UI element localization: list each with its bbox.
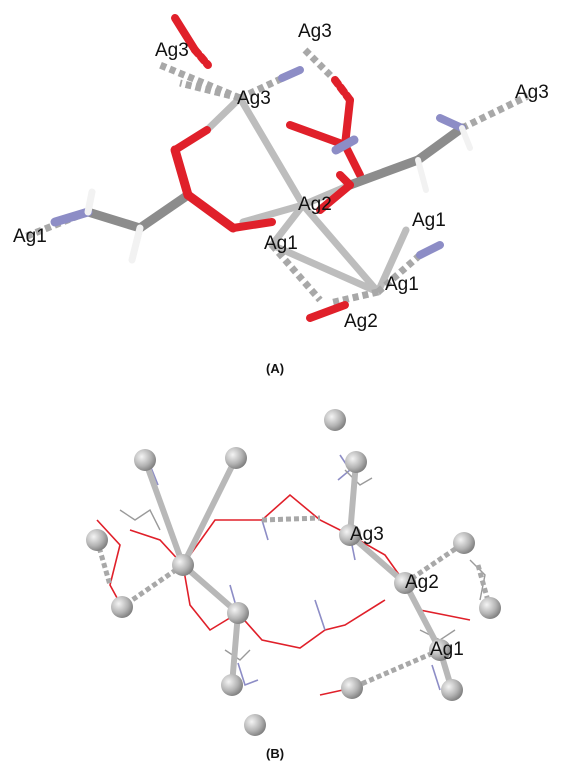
ag-sphere	[221, 674, 243, 696]
ag-sphere	[479, 597, 501, 619]
panel-a-label-ag3-center: Ag3	[237, 88, 271, 109]
panel-a-label-ag1-left: Ag1	[13, 226, 47, 247]
ag-sphere	[339, 524, 361, 546]
ag-sphere	[324, 409, 346, 431]
panel-a-label-ag2-center: Ag2	[298, 194, 332, 215]
ag-sphere	[453, 532, 475, 554]
panel-a-label-ag3-topleft: Ag3	[155, 40, 189, 61]
panel-b-label-ag3: Ag3	[350, 524, 384, 545]
ag-sphere	[134, 449, 156, 471]
panel-a-label-ag1-center: Ag1	[264, 233, 298, 254]
ag-sphere	[225, 447, 247, 469]
panel-a-stubs	[171, 14, 444, 322]
panel-a-glycine-left	[50, 126, 276, 264]
panel-a-label-ag1-right: Ag1	[385, 274, 419, 295]
panel-a-label-ag3-right: Ag3	[515, 82, 549, 103]
ag-sphere	[86, 529, 108, 551]
panel-a-nitrate	[286, 76, 364, 179]
panel-b-caption: (B)	[266, 746, 284, 761]
panel-a: Ag3 Ag3 Ag3 Ag3 Ag2 Ag1 Ag1 Ag1 Ag1 Ag2 …	[13, 14, 549, 376]
ag-sphere	[429, 639, 451, 661]
panel-a-ag-bonds	[203, 94, 410, 296]
ag-sphere	[345, 451, 367, 473]
ag-sphere	[341, 677, 363, 699]
panel-b-label-ag2: Ag2	[405, 572, 439, 593]
ag-sphere	[244, 714, 266, 736]
panel-b-ag-spheres	[86, 409, 501, 736]
panel-b-label-ag1: Ag1	[430, 639, 464, 660]
panel-a-label-ag3-top: Ag3	[298, 21, 332, 42]
ag-sphere	[227, 602, 249, 624]
panel-b: Ag3 Ag2 Ag1 (B)	[86, 409, 501, 761]
ag-sphere	[111, 596, 133, 618]
ag-sphere	[394, 572, 416, 594]
panel-a-glycine-right	[316, 114, 473, 214]
panel-a-label-ag1-right-top: Ag1	[412, 210, 446, 231]
panel-b-dashed	[94, 515, 493, 691]
panel-a-label-ag2-bottom: Ag2	[344, 311, 378, 332]
ag-sphere	[172, 554, 194, 576]
panel-a-caption: (A)	[266, 361, 284, 376]
panel-a-dashed-contacts	[20, 47, 530, 307]
ag-sphere	[441, 679, 463, 701]
